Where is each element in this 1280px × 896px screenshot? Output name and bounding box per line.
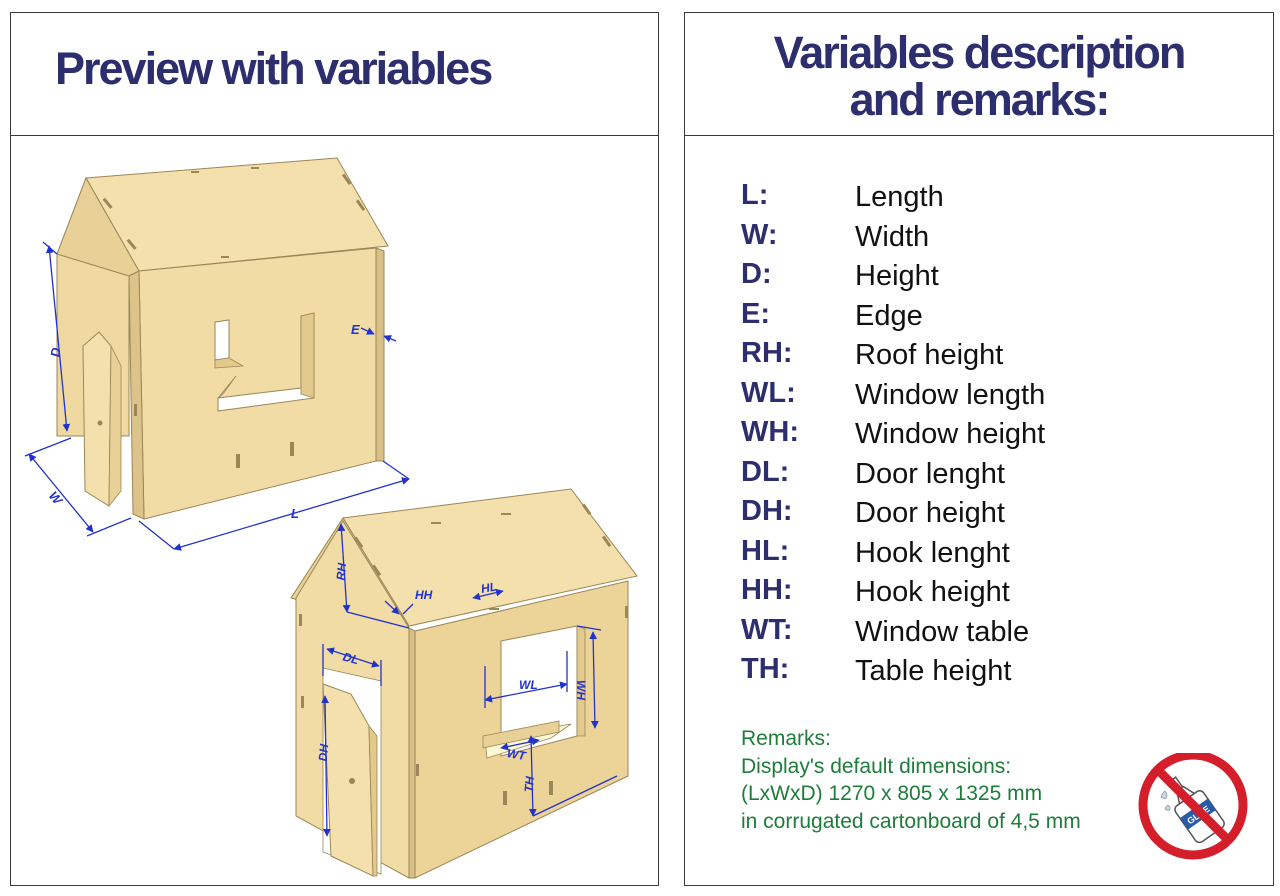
variable-code: RH: [741, 337, 793, 369]
variable-code: E: [741, 297, 770, 330]
variables-title: Variables description and remarks: [685, 29, 1273, 123]
variable-code: HL: [741, 534, 790, 567]
label-W: W [46, 488, 66, 508]
house-illustrations: D E W L [24, 157, 638, 879]
variable-desc: Hook lenght [855, 536, 1010, 569]
variable-desc: Edge [855, 299, 923, 332]
label-WH: WH [574, 680, 588, 700]
dimensions-top-house [24, 241, 410, 551]
remarks-line: in corrugated cartonboard of 4,5 mm [741, 809, 1081, 833]
variable-desc: Window table [855, 615, 1030, 648]
variable-code: WT: [741, 613, 793, 646]
label-TH: TH [522, 775, 537, 792]
label-DH: DH [316, 743, 331, 762]
label-HH: HH [415, 588, 433, 602]
house-top-view [56, 157, 389, 520]
variable-code: DH: [741, 495, 793, 527]
variable-desc: Roof height [855, 339, 1004, 371]
variable-desc: Door lenght [855, 457, 1005, 490]
variables-panel: Variables description and remarks: L: Le… [684, 12, 1274, 886]
variable-code: D: [741, 258, 772, 290]
variable-desc: Hook height [855, 576, 1010, 608]
remarks-line: (LxWxD) 1270 x 805 x 1325 mm [741, 782, 1043, 805]
dimensions-bottom-house [321, 523, 618, 837]
variable-code: WL: [741, 376, 796, 409]
no-glue-icon: GLUE [1138, 753, 1248, 860]
label-RH: RH [334, 562, 349, 581]
variable-desc: Length [855, 181, 944, 213]
preview-title: Preview with variables [55, 43, 493, 94]
preview-panel: Preview with variables [10, 12, 659, 886]
variable-code: W: [741, 218, 778, 251]
remarks-heading: Remarks: [741, 727, 831, 750]
variables-title-line1: Variables description [773, 27, 1187, 78]
variable-desc: Width [855, 220, 930, 253]
label-WT: WT [506, 746, 528, 763]
variables-title-line2: and remarks: [849, 74, 1111, 125]
variable-code: TH: [741, 653, 790, 685]
variable-code: L: [741, 179, 769, 211]
remarks-block: Remarks: Display's default dimensions: (… [741, 725, 1081, 835]
label-D: D [48, 346, 64, 357]
variable-code: HH: [741, 574, 793, 606]
label-E: E [351, 322, 360, 337]
variable-desc: Table height [855, 655, 1012, 687]
label-HL: HL [480, 579, 498, 596]
variable-desc: Window height [855, 418, 1046, 450]
variable-code: WH: [741, 416, 799, 448]
variables-divider [685, 135, 1273, 136]
label-DL: DL [341, 650, 360, 668]
variable-desc: Window length [855, 378, 1046, 411]
variable-code: DL: [741, 455, 790, 488]
preview-divider [11, 135, 658, 136]
variable-desc: Door height [855, 497, 1005, 529]
house-bottom-view [290, 488, 638, 879]
label-WL: WL [519, 678, 538, 692]
variable-desc: Height [855, 260, 939, 292]
label-L: L [291, 506, 299, 521]
remarks-line: Display's default dimensions: [741, 754, 1012, 778]
